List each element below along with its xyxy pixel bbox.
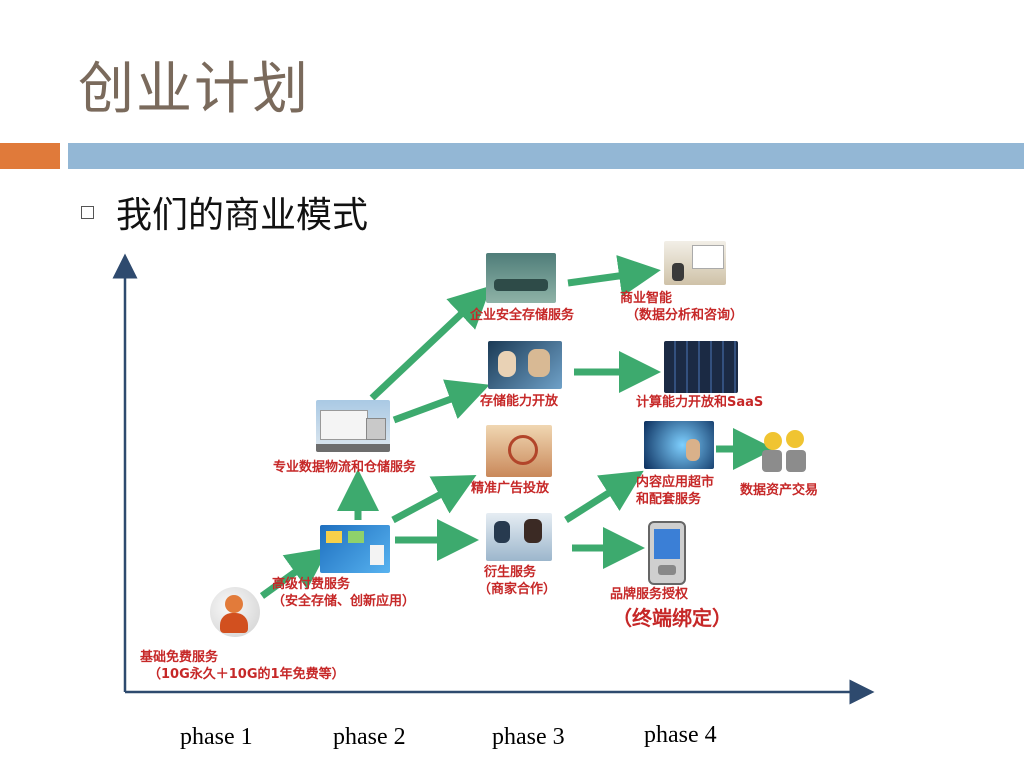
phase-label-2: phase 2 xyxy=(333,724,406,750)
label-business-intelligence: 商业智能 （数据分析和咨询） xyxy=(620,291,744,323)
bullet-square-icon xyxy=(81,206,94,219)
label-data-trade: 数据资产交易 xyxy=(740,483,819,498)
server-rack-image xyxy=(664,341,738,393)
arrow-enterprise-to-bi xyxy=(567,255,661,297)
people-computer-image xyxy=(488,341,562,389)
label-logistics: 专业数据物流和仓储服务 xyxy=(273,460,417,475)
arrow-logistics-to-storage xyxy=(392,379,490,424)
label-terminal-binding: （终端绑定） xyxy=(612,606,732,630)
presentation-image xyxy=(664,241,726,285)
phase-label-4: phase 4 xyxy=(644,722,717,748)
phase-label-1: phase 1 xyxy=(180,724,253,750)
label-derivative: 衍生服务 （商家合作） xyxy=(478,565,557,597)
handshake-image xyxy=(486,513,552,561)
arrow-derivative-to-content xyxy=(564,470,644,523)
arrow-advanced-to-ads xyxy=(391,475,477,524)
label-content-store: 内容应用超市 和配套服务 xyxy=(636,475,715,507)
network-hand-image xyxy=(644,421,714,469)
arrow-basic-to-advanced xyxy=(259,547,330,599)
label-advanced-service: 高级付费服务 （安全存储、创新应用） xyxy=(272,577,416,609)
accent-bar-orange xyxy=(0,143,60,169)
label-brand-license: 品牌服务授权 xyxy=(610,587,689,602)
app-screen-image xyxy=(320,525,390,573)
accent-bar-blue xyxy=(68,143,1024,169)
phase-label-3: phase 3 xyxy=(492,724,565,750)
label-basic-service: 基础免费服务 （10G永久＋10G的1年免费等） xyxy=(140,650,345,682)
person-icon xyxy=(210,587,260,637)
label-storage-open: 存储能力开放 xyxy=(480,394,559,409)
slide-title: 创业计划 xyxy=(78,57,310,122)
trading-figures-icon xyxy=(760,422,810,474)
label-enterprise-storage: 企业安全存储服务 xyxy=(470,308,575,323)
meeting-room-image xyxy=(486,253,556,303)
label-compute-saas: 计算能力开放和SaaS xyxy=(636,395,764,410)
advertisement-image xyxy=(486,425,552,477)
arrow-logistics-to-enterprise xyxy=(369,285,492,401)
pda-phone-icon xyxy=(648,521,686,585)
bullet-text: 我们的商业模式 xyxy=(116,195,369,236)
truck-image xyxy=(316,400,390,452)
label-ads: 精准广告投放 xyxy=(471,481,550,496)
